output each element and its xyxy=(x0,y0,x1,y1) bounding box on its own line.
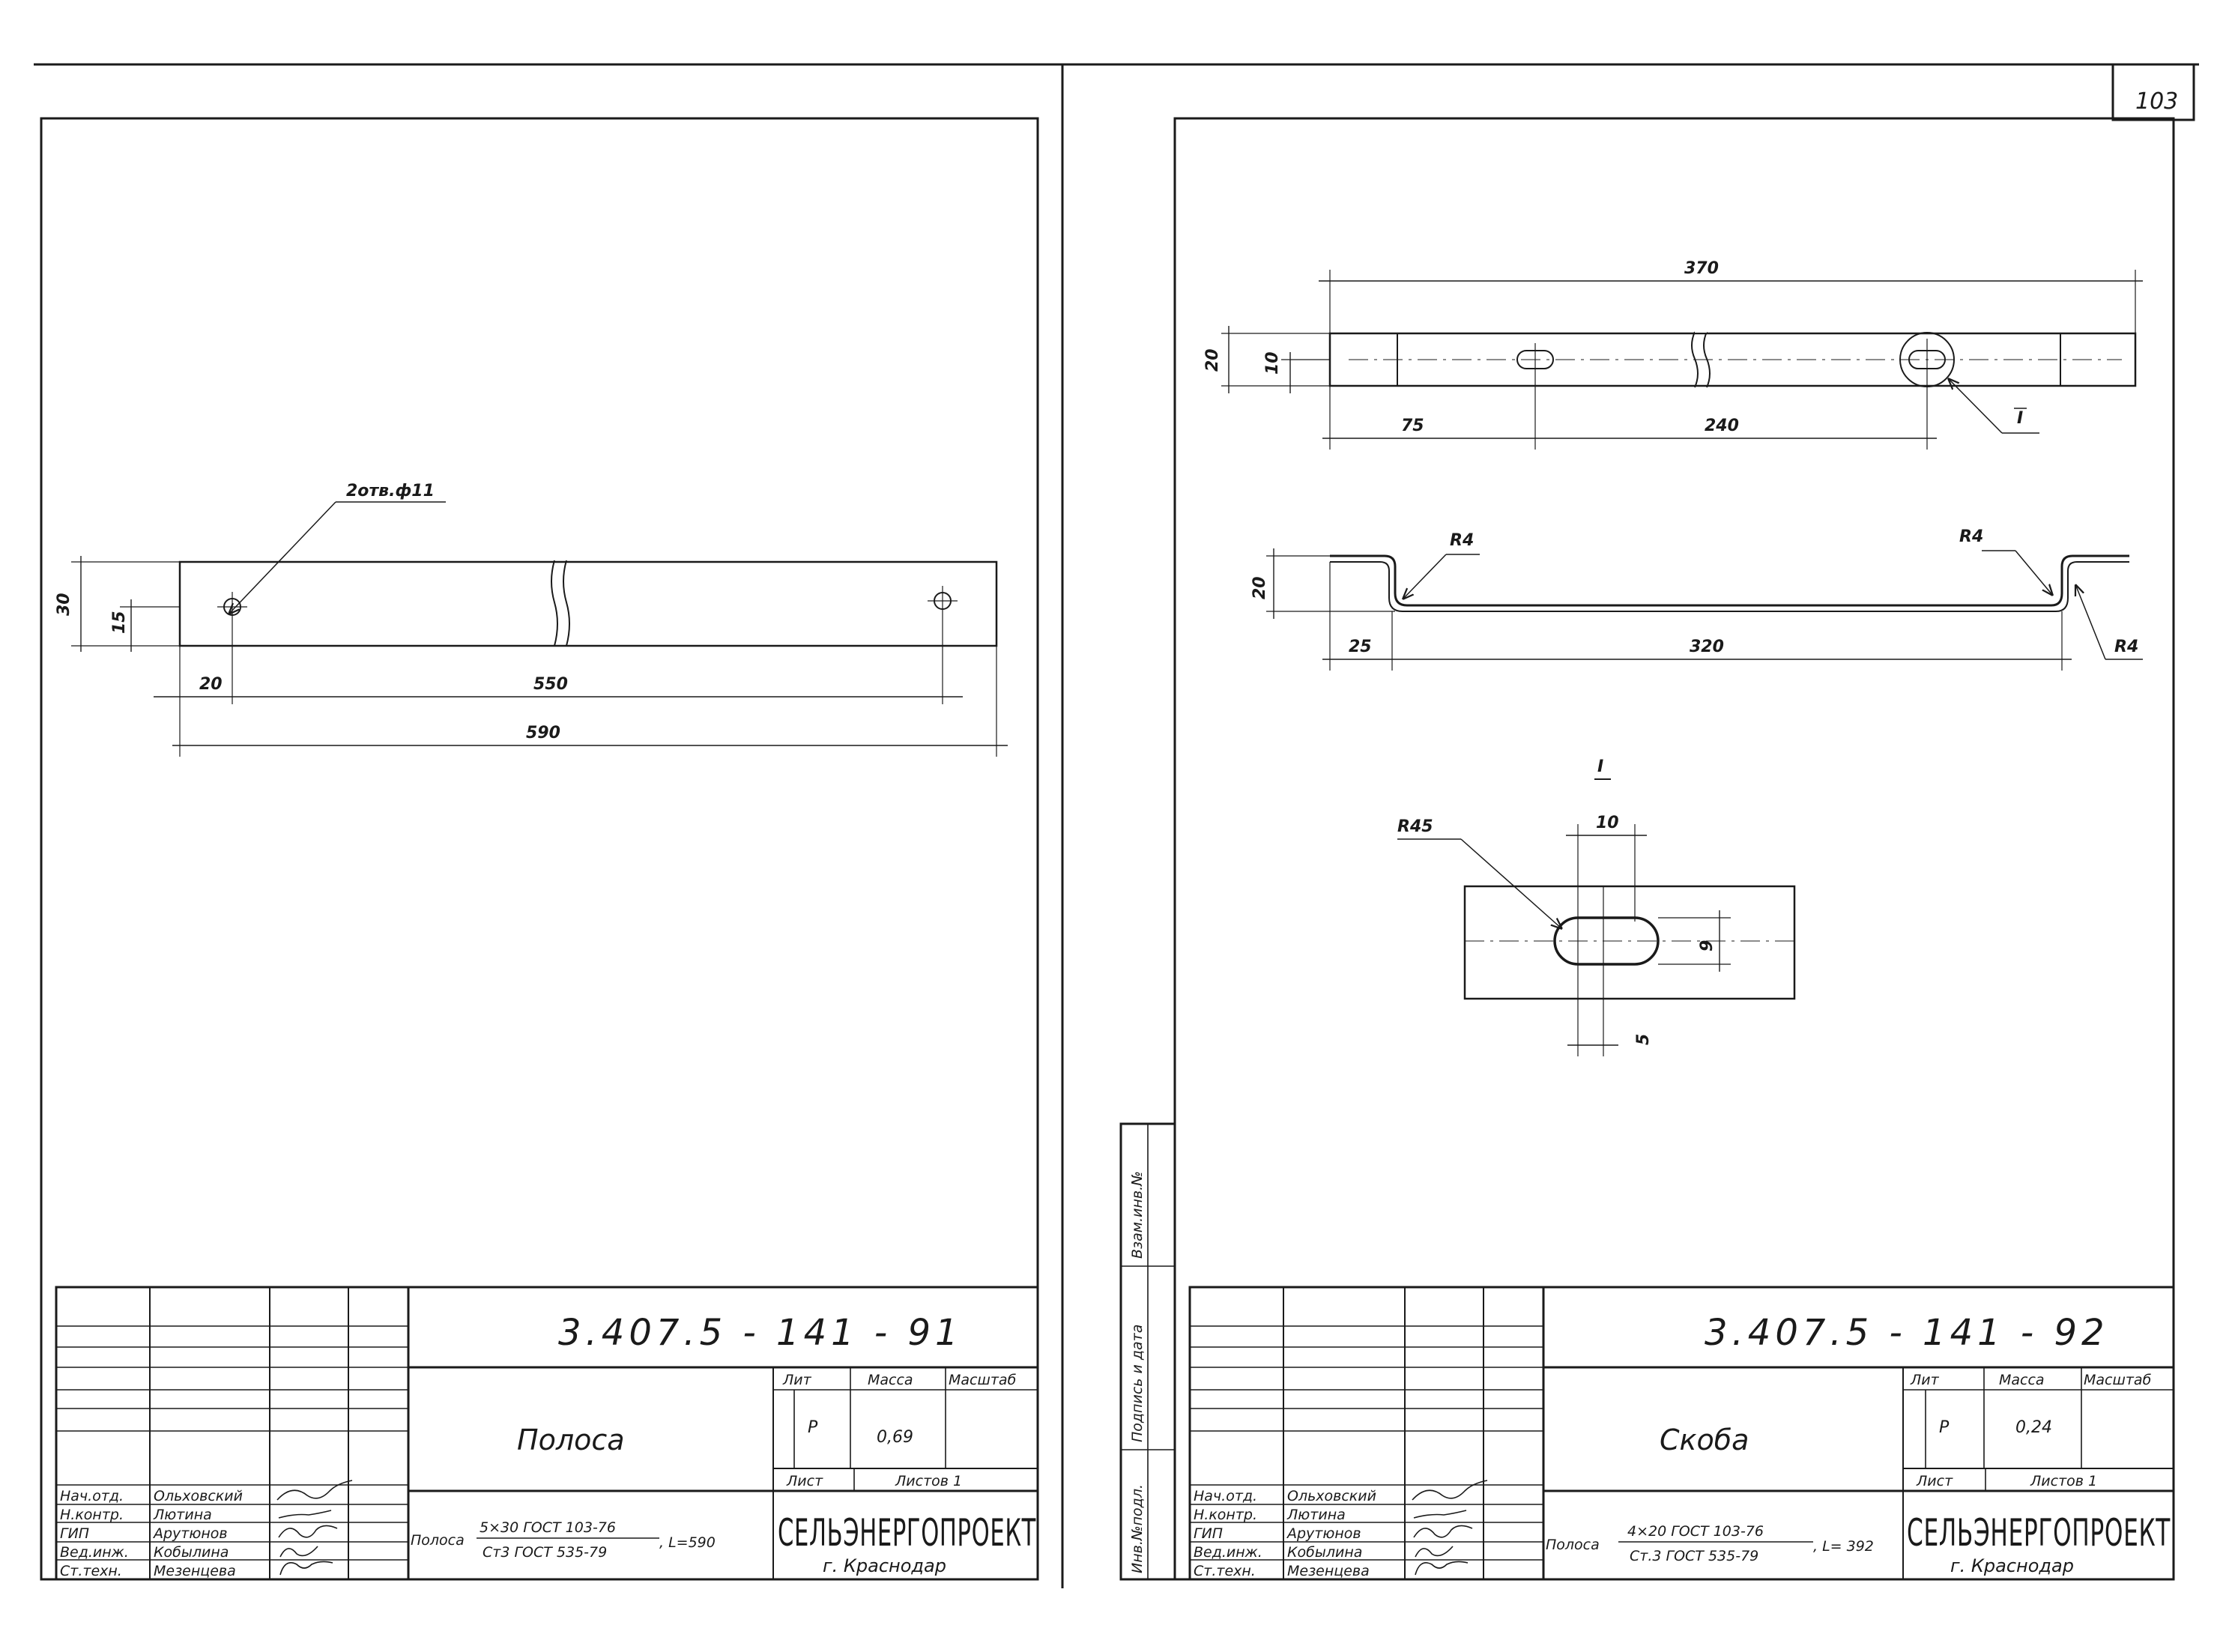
right-organization: СЕЛЬЭНЕРГОПРОЕКТ xyxy=(1907,1511,2171,1555)
right-material-bottom: Ст.3 ГОСТ 535-79 xyxy=(1630,1548,1758,1564)
left-tb-sheet-label: Лист xyxy=(786,1473,823,1489)
right-person-1: Ольховский xyxy=(1287,1488,1376,1504)
dim-first-hole-20: 20 xyxy=(199,675,223,694)
side-approval-stamp xyxy=(1119,1122,1176,1581)
right-material-prefix: Полоса xyxy=(1546,1537,1600,1553)
left-tb-sheets-label: Листов 1 xyxy=(895,1473,962,1489)
detail-title: I xyxy=(1597,757,1603,776)
bracket-side-view xyxy=(1266,548,2143,671)
side-stamp-replace: Взам.инв.№ xyxy=(1129,1171,1146,1259)
left-sheet-name: Полоса xyxy=(517,1423,625,1456)
left-tb-lit-value: Р xyxy=(808,1418,818,1437)
left-material-bottom: Ст3 ГОСТ 535-79 xyxy=(483,1544,607,1561)
left-title-block xyxy=(55,1286,1039,1581)
right-person-2: Лютина xyxy=(1286,1507,1346,1523)
page-number: 103 xyxy=(2135,88,2178,115)
left-sheet-code: 3.407.5 - 141 - 91 xyxy=(558,1312,963,1354)
right-role-2: Н.контр. xyxy=(1194,1507,1257,1523)
left-person-2: Лютина xyxy=(153,1507,212,1523)
hole-callout: 2отв.ф11 xyxy=(346,482,435,500)
detail-view xyxy=(1397,824,1796,1056)
left-tb-lit-header: Лит xyxy=(782,1372,812,1388)
bracket-top-view xyxy=(1221,270,2143,450)
left-strip-drawing xyxy=(71,501,1008,757)
left-role-4: Вед.инж. xyxy=(60,1544,129,1561)
dim-slot-radius-r45: R45 xyxy=(1397,817,1433,836)
side-stamp-signature: Подпись и дата xyxy=(1129,1325,1146,1442)
right-sheet-name: Скоба xyxy=(1660,1423,1749,1456)
right-tb-sheet-label: Лист xyxy=(1916,1473,1953,1489)
right-person-5: Мезенцева xyxy=(1287,1563,1370,1579)
right-tb-sheets-label: Листов 1 xyxy=(2030,1473,2097,1489)
right-tb-lit-header: Лит xyxy=(1910,1372,1940,1388)
right-sheet-code: 3.407.5 - 141 - 92 xyxy=(1705,1312,2109,1354)
right-tb-lit-value: Р xyxy=(1939,1418,1950,1437)
left-sheet: 30 15 20 550 590 2отв.ф11 xyxy=(40,117,1039,1581)
right-person-3: Арутюнов xyxy=(1286,1525,1361,1542)
dim-hole-y-15: 15 xyxy=(110,611,129,634)
left-person-1: Ольховский xyxy=(154,1488,243,1504)
left-role-3: ГИП xyxy=(60,1525,89,1542)
right-role-1: Нач.отд. xyxy=(1194,1488,1257,1504)
right-signatures xyxy=(1412,1480,1488,1576)
right-length: , L= 392 xyxy=(1813,1538,1874,1555)
dim-slot-height-9: 9 xyxy=(1698,940,1717,951)
dim-height-20: 20 xyxy=(1203,348,1222,372)
right-person-4: Кобылина xyxy=(1287,1544,1362,1561)
page-number-box: 103 xyxy=(2111,64,2195,121)
dim-total-590: 590 xyxy=(526,724,560,742)
left-tb-mass-header: Масса xyxy=(868,1372,913,1388)
right-mass-value: 0,24 xyxy=(2015,1418,2052,1437)
detail-ref-label: I xyxy=(2017,409,2023,428)
left-organization: СЕЛЬЭНЕРГОПРОЕКТ xyxy=(778,1511,1036,1555)
left-role-1: Нач.отд. xyxy=(60,1488,124,1504)
dim-hole-span-550: 550 xyxy=(533,675,568,694)
right-sheet: Взам.инв.№ Подпись и дата Инв.№подл. xyxy=(1119,117,2175,1581)
dim-radius-r4-bottom: R4 xyxy=(2114,638,2138,656)
right-material-top: 4×20 ГОСТ 103-76 xyxy=(1627,1523,1764,1540)
left-role-2: Н.контр. xyxy=(60,1507,124,1523)
left-person-5: Мезенцева xyxy=(154,1563,236,1579)
dim-bend-span-320: 320 xyxy=(1690,638,1724,656)
left-signatures xyxy=(276,1480,353,1576)
left-person-3: Арутюнов xyxy=(152,1525,228,1542)
left-material-top: 5×30 ГОСТ 103-76 xyxy=(480,1519,616,1536)
left-mass-value: 0,69 xyxy=(877,1428,913,1447)
right-role-5: Ст.техн. xyxy=(1194,1563,1256,1579)
right-tb-scale-header: Масштаб xyxy=(2084,1372,2152,1388)
dim-bend-height-20: 20 xyxy=(1250,576,1269,599)
dim-slot-y-10: 10 xyxy=(1263,351,1282,375)
right-tb-mass-header: Масса xyxy=(1999,1372,2045,1388)
dim-radius-r4-left: R4 xyxy=(1450,531,1474,550)
detail-slot xyxy=(1553,916,1660,966)
dim-left-75: 75 xyxy=(1401,417,1424,435)
dim-slot-offset-5: 5 xyxy=(1634,1034,1653,1045)
dim-slot-width-10: 10 xyxy=(1596,814,1619,832)
side-stamp-inventory: Инв.№подл. xyxy=(1129,1484,1146,1573)
right-role-4: Вед.инж. xyxy=(1194,1544,1262,1561)
dim-height-30: 30 xyxy=(55,593,73,616)
dim-total-370: 370 xyxy=(1684,259,1719,278)
left-person-4: Кобылина xyxy=(154,1544,229,1561)
left-length: , L=590 xyxy=(659,1534,716,1551)
left-role-5: Ст.техн. xyxy=(60,1563,122,1579)
dim-span-240: 240 xyxy=(1705,417,1739,435)
left-tb-scale-header: Масштаб xyxy=(949,1372,1017,1388)
dim-bend-left-25: 25 xyxy=(1349,638,1372,656)
left-sheet-frame xyxy=(40,117,1039,1581)
right-city: г. Краснодар xyxy=(1950,1555,2074,1576)
left-material-prefix: Полоса xyxy=(411,1532,465,1549)
right-role-3: ГИП xyxy=(1194,1525,1223,1542)
right-sheet-frame xyxy=(1173,117,2175,1581)
dim-radius-r4-right: R4 xyxy=(1959,527,1983,546)
left-city: г. Краснодар xyxy=(823,1555,946,1576)
right-title-block xyxy=(1188,1286,2175,1581)
